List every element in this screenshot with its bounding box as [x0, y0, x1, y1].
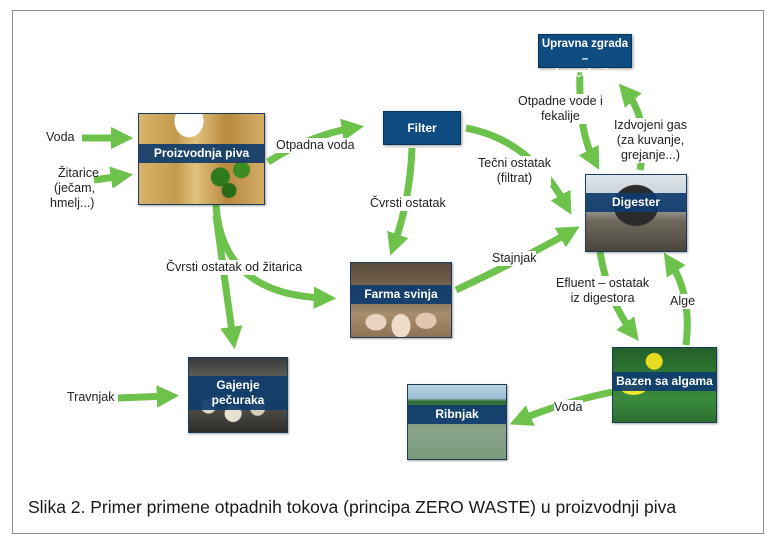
flow-otpadna-voda: Otpadna voda: [276, 138, 355, 153]
arrow-travnjak: [117, 385, 180, 408]
tecni-line-2: (filtrat): [496, 171, 533, 185]
flow-voda-ribnjak: Voda: [554, 400, 583, 415]
node-label-proizvodnja: Proizvodnja piva: [139, 144, 264, 163]
gas-line-3: grejanje...): [620, 148, 681, 162]
flow-cvrsti-zitarica: Čvrsti ostatak od žitarica: [166, 260, 303, 275]
node-label-ribnjak: Ribnjak: [408, 405, 506, 424]
input-travnjak: Travnjak: [67, 390, 115, 404]
zitarice-line-1: Žitarice: [58, 166, 99, 180]
node-label-digester: Digester: [586, 193, 686, 212]
flow-cvrsti-ostatak: Čvrsti ostatak: [370, 196, 446, 211]
upravna-line-1: Upravna zgrada –: [541, 38, 629, 65]
flow-tecni-ostatak: Tečni ostatak (filtrat): [478, 156, 551, 186]
arrow-to-gajenje: [212, 214, 243, 350]
node-label-bazen: Bazen sa algama: [613, 372, 716, 391]
node-bazen-sa-algama: Bazen sa algama: [612, 347, 717, 423]
input-zitarice: Žitarice (ječam, hmelj...): [50, 166, 99, 211]
node-proizvodnja-piva: Proizvodnja piva: [138, 113, 265, 205]
flow-otpadne-vode: Otpadne vode i fekalije: [518, 94, 603, 124]
flow-stajnjak: Stajnjak: [492, 251, 537, 266]
efluent-line-1: Efluent – ostatak: [556, 276, 650, 290]
arrow-zitarice: [93, 166, 134, 189]
flow-izdvojeni-gas: Izdvojeni gas (za kuvanje, grejanje...): [614, 118, 687, 163]
arrow-to-farma: [212, 204, 337, 309]
digester-picture: [586, 175, 686, 251]
node-label-gajenje: Gajenje pečuraka: [189, 376, 287, 410]
zitarice-line-3: hmelj...): [50, 196, 95, 210]
zitarice-line-2: (ječam,: [54, 181, 95, 195]
efluent-line-2: iz digestora: [570, 291, 635, 305]
node-digester: Digester: [585, 174, 687, 252]
figure-caption: Slika 2. Primer primene otpadnih tokova …: [28, 497, 677, 517]
arrow-tecni-ostatak: [465, 124, 572, 215]
gas-line-2: (za kuvanje,: [616, 133, 685, 147]
flow-alge: Alge: [670, 294, 696, 309]
node-label-farma: Farma svinja: [351, 285, 451, 304]
node-filter: Filter: [383, 111, 461, 145]
node-farma-svinja: Farma svinja: [350, 262, 452, 338]
input-voda: Voda: [46, 130, 75, 144]
node-ribnjak: Ribnjak: [407, 384, 507, 460]
upravna-line-2: kancelarije: [555, 68, 615, 80]
otpadne-line-1: Otpadne vode i: [518, 94, 603, 108]
node-gajenje-pecuraka: Gajenje pečuraka: [188, 357, 288, 433]
gas-line-1: Izdvojeni gas: [614, 118, 687, 132]
flow-efluent: Efluent – ostatak iz digestora: [556, 276, 650, 306]
tecni-line-1: Tečni ostatak: [478, 156, 551, 170]
node-upravna-zgrada: Upravna zgrada – kancelarije: [538, 34, 632, 80]
otpadne-line-2: fekalije: [540, 109, 580, 123]
